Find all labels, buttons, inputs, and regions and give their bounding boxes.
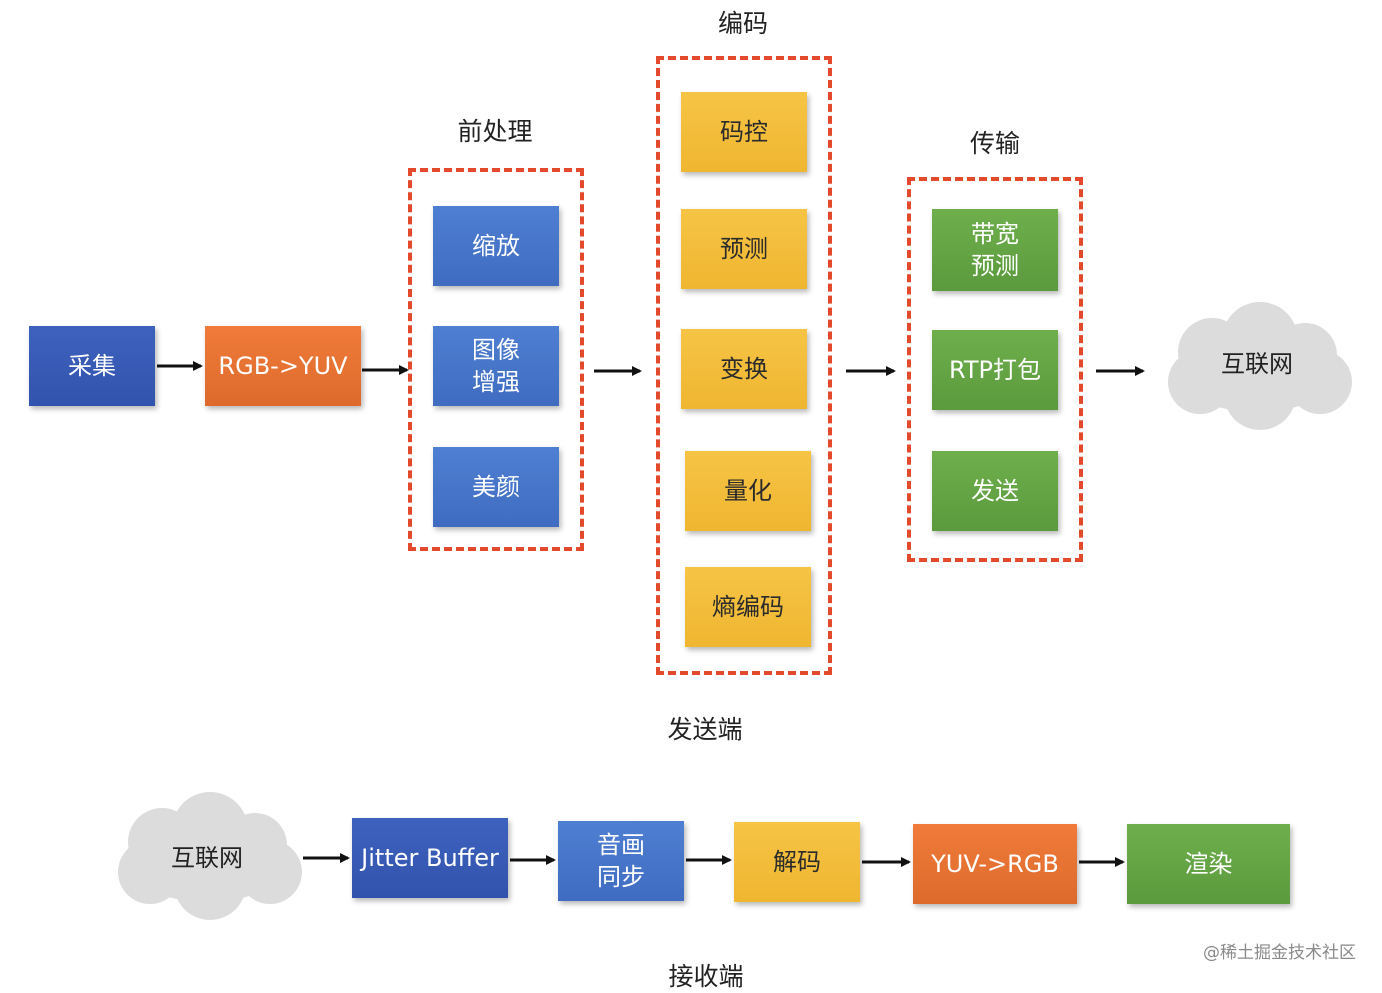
transport-item-bandwidth: 带宽 预测	[932, 209, 1058, 291]
preprocess-item-label: 图像 增强	[472, 336, 520, 396]
watermark: @稀土掘金技术社区	[1203, 943, 1356, 963]
receiver-step-label: 渲染	[1184, 850, 1233, 878]
encode-item-rate-control: 码控	[681, 92, 807, 172]
encode-item-label: 码控	[720, 118, 768, 146]
jitter-buffer-box: Jitter Buffer	[352, 818, 508, 898]
sender-section-label: 发送端	[667, 715, 743, 744]
cloud-shape	[118, 792, 302, 920]
preprocess-item-enhance: 图像 增强	[433, 326, 559, 406]
preprocess-item-label: 美颜	[472, 473, 520, 501]
encode-item-label: 预测	[720, 235, 768, 263]
receiver-step-label: YUV->RGB	[931, 850, 1059, 878]
transport-title: 传输	[969, 129, 1020, 158]
capture-box: 采集	[29, 326, 155, 406]
transport-item-label: 带宽 预测	[971, 220, 1019, 280]
encode-title: 编码	[717, 9, 768, 38]
preprocess-group	[408, 168, 584, 551]
yuv-to-rgb-box: YUV->RGB	[913, 824, 1077, 904]
encode-item-label: 量化	[724, 477, 772, 505]
cloud-shape	[1168, 302, 1352, 430]
render-box: 渲染	[1127, 824, 1290, 904]
decode-box: 解码	[734, 822, 860, 902]
capture-label: 采集	[68, 352, 116, 380]
encode-item-label: 熵编码	[712, 593, 784, 621]
encode-item-label: 变换	[720, 355, 768, 383]
rgb-to-yuv-label: RGB->YUV	[218, 352, 348, 380]
encode-item-prediction: 预测	[681, 209, 807, 289]
receiver-internet-cloud-icon: 互联网	[110, 790, 304, 922]
rgb-to-yuv-box: RGB->YUV	[205, 326, 361, 406]
receiver-step-label: 解码	[773, 848, 821, 876]
preprocess-title: 前处理	[457, 117, 533, 146]
receiver-step-label: Jitter Buffer	[361, 844, 499, 872]
transport-item-label: 发送	[971, 477, 1019, 505]
encode-item-entropy-coding: 熵编码	[685, 567, 811, 647]
preprocess-item-scale: 缩放	[433, 206, 559, 286]
encode-item-quantization: 量化	[685, 451, 811, 531]
transport-item-label: RTP打包	[948, 356, 1042, 384]
transport-item-rtp-pack: RTP打包	[932, 330, 1058, 410]
transport-item-send: 发送	[932, 451, 1058, 531]
preprocess-item-label: 缩放	[472, 232, 520, 260]
av-sync-box: 音画 同步	[558, 821, 684, 901]
internet-label: 互联网	[1221, 350, 1293, 378]
receiver-step-label: 音画 同步	[597, 831, 645, 891]
transport-group	[907, 177, 1083, 562]
receiver-internet-label: 互联网	[171, 844, 243, 872]
preprocess-item-beauty: 美颜	[433, 447, 559, 527]
receiver-section-label: 接收端	[668, 962, 744, 991]
encode-group	[656, 56, 832, 675]
internet-cloud-icon: 互联网	[1160, 300, 1354, 432]
encode-item-transform: 变换	[681, 329, 807, 409]
